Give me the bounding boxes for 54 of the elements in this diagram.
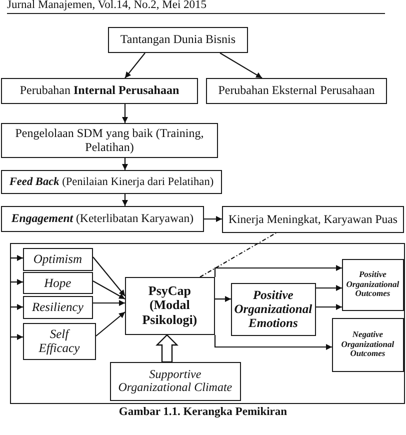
factor-box — [22, 296, 93, 319]
process-box — [1, 78, 198, 104]
arrow — [10, 279, 23, 285]
process-box — [1, 123, 218, 158]
label-text: Resiliency — [32, 300, 84, 314]
process-box — [206, 78, 387, 104]
arrow — [10, 334, 23, 340]
arrow — [214, 265, 342, 277]
arrow — [215, 296, 231, 302]
emotion-box — [230, 282, 316, 336]
arrow — [122, 158, 128, 170]
factor-box — [22, 248, 93, 271]
arrow — [220, 52, 262, 78]
label-text: Pengelolaan SDM yang baik (Training, Pelatihan) — [14, 127, 205, 154]
label-text: PsyCap (Modal Psikologi) — [141, 284, 198, 328]
climate-box — [110, 362, 241, 401]
label-text: Supportive Organizational Climate — [117, 368, 234, 395]
arrow — [316, 304, 342, 310]
arrow — [316, 285, 342, 291]
arrow — [214, 335, 332, 350]
arrow — [122, 104, 128, 123]
label-text: Perubahan Eksternal Perusahaan — [218, 84, 375, 98]
label-text: Hope — [44, 276, 72, 290]
outcome-box — [332, 318, 404, 372]
arrow — [204, 216, 222, 222]
arrow — [92, 280, 126, 300]
construct-box — [124, 276, 215, 335]
label-text: Engagement (Keterlibatan Karyawan) — [11, 212, 194, 226]
label-text: Feed Back (Penilaian Kinerja dari Pelatihan) — [9, 176, 214, 188]
label-text: Kinerja Meningkat, Karyawan Puas — [228, 212, 398, 226]
process-box — [222, 206, 404, 233]
factor-box — [22, 322, 96, 360]
label-text: Negative Organizational Outcomes — [340, 330, 396, 359]
arrow — [93, 300, 125, 306]
process-box — [1, 170, 222, 194]
process-box — [108, 27, 248, 53]
dashed-line — [200, 232, 276, 278]
arrow — [10, 255, 23, 261]
label-text: Positive Organizational Outcomes — [345, 270, 400, 299]
figure-caption: Gambar 1.1. Kerangka Pemikiran — [118, 407, 288, 418]
arrow — [122, 194, 128, 206]
label-text: Self Efficacy — [38, 327, 81, 356]
factor-box — [22, 272, 93, 294]
framework-frame — [10, 243, 405, 404]
arrow — [10, 304, 23, 310]
label-text: Perubahan Internal Perusahaan — [20, 84, 180, 98]
journal-header: Jurnal Manajemen, Vol.14, No.2, Mei 2015 — [7, 0, 207, 12]
arrow — [124, 52, 146, 78]
outcome-box — [342, 258, 404, 311]
label-text: Positive Organizational Emotions — [233, 288, 314, 330]
label-text: Tantangan Dunia Bisnis — [120, 33, 236, 47]
process-box — [1, 206, 204, 232]
arrow — [96, 312, 126, 336]
label-text: Optimism — [33, 252, 82, 266]
